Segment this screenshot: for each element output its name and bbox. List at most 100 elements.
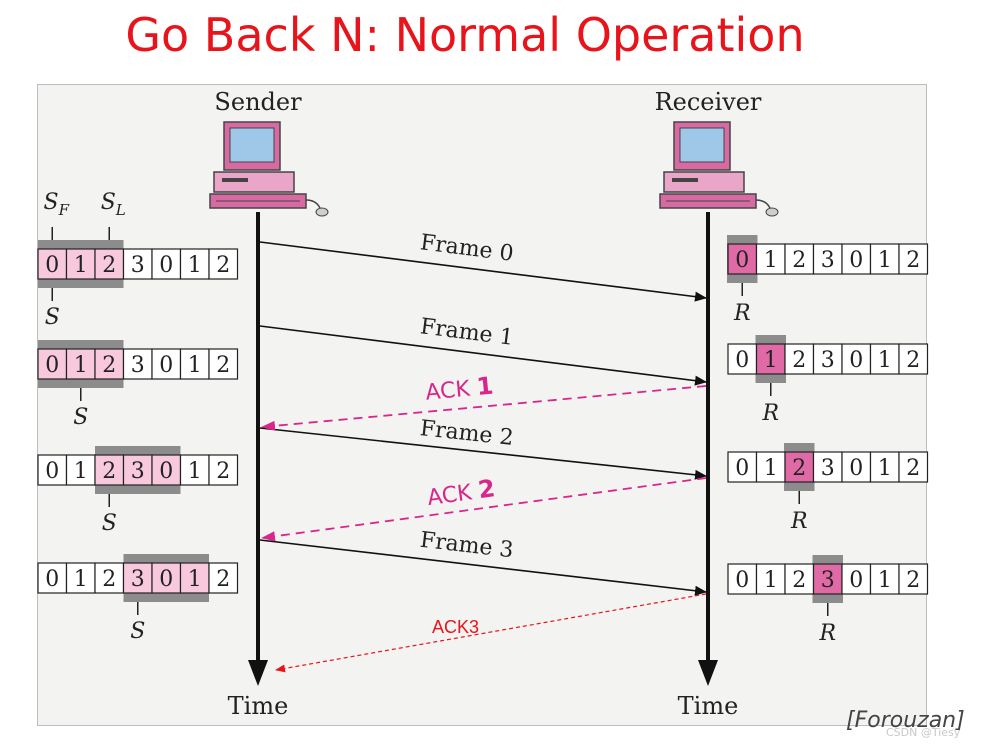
receiver-cell — [898, 243, 929, 275]
receiver-cell — [812, 451, 843, 483]
frame-2-label: Frame 2 — [419, 416, 515, 451]
receiver-cell — [784, 563, 815, 595]
sender-cell-number: 0 — [45, 567, 59, 592]
receiver-cell — [727, 563, 758, 595]
receiver-cell-number: 2 — [906, 568, 920, 593]
receiver-cell — [755, 243, 786, 275]
sender-cell-number: 1 — [188, 567, 202, 592]
receiver-cell — [755, 563, 786, 595]
receiver-cell — [841, 563, 872, 595]
sender-cell — [94, 562, 125, 594]
sender-cell-number: 0 — [159, 253, 173, 278]
sender-cell — [65, 348, 96, 380]
receiver-cell — [898, 343, 929, 375]
sender-cell — [208, 348, 239, 380]
receiver-computer-icon — [659, 121, 779, 217]
sender-cell — [151, 248, 182, 280]
receiver-cell-number: 1 — [764, 348, 778, 373]
svg-text:ACK 1: ACK 1 — [424, 371, 494, 405]
sender-cell-number: 2 — [102, 459, 116, 484]
receiver-r-pointer-label: R — [818, 621, 836, 646]
receiver-cell-number: 2 — [792, 568, 806, 593]
sender-cell — [37, 562, 68, 594]
sender-s-pointer-label: S — [73, 405, 88, 430]
sender-cell — [208, 454, 239, 486]
sender-cell — [151, 454, 182, 486]
receiver-cell-number: 3 — [821, 456, 835, 481]
sender-cell — [37, 248, 68, 280]
receiver-cell — [898, 563, 929, 595]
receiver-cell-number: 1 — [878, 348, 892, 373]
receiver-cell — [841, 243, 872, 275]
sender-cell-number: 0 — [45, 459, 59, 484]
sender-cell — [208, 248, 239, 280]
sender-cell-number: 1 — [74, 567, 88, 592]
receiver-cell-number: 1 — [878, 568, 892, 593]
receiver-r-pointer-label: R — [761, 401, 779, 426]
receiver-cell — [812, 343, 843, 375]
frame-1-label: Frame 1 — [419, 314, 515, 351]
frame-1-arrow — [259, 325, 707, 386]
sender-cell-number: 2 — [216, 459, 230, 484]
receiver-cell-number: 0 — [735, 456, 749, 481]
sender-cell-number: 3 — [131, 353, 145, 378]
sender-s-pointer-label: S — [130, 619, 145, 644]
receiver-cell-number: 1 — [878, 248, 892, 273]
receiver-cell-number: 0 — [849, 348, 863, 373]
receiver-cell — [869, 563, 900, 595]
diagram-panel — [37, 84, 927, 726]
frame-3-arrow — [259, 539, 707, 596]
receiver-cell-number: 0 — [735, 568, 749, 593]
sender-cell — [208, 562, 239, 594]
frame-0-arrow — [259, 241, 707, 302]
sender-timeline-arrowhead — [248, 660, 268, 686]
frame-2-arrow — [259, 427, 707, 480]
receiver-cell — [812, 243, 843, 275]
receiver-timeline-arrowhead — [698, 660, 718, 686]
receiver-cell-number: 2 — [906, 456, 920, 481]
receiver-cell-number: 1 — [764, 568, 778, 593]
sender-cell-number: 0 — [159, 459, 173, 484]
receiver-cell-number: 0 — [735, 248, 749, 273]
ack-2-text: ACK — [426, 479, 480, 511]
receiver-cell-number: 3 — [821, 248, 835, 273]
sender-cell — [37, 454, 68, 486]
sender-cell-number: 2 — [216, 253, 230, 278]
sender-cell-number: 2 — [102, 353, 116, 378]
ack-1-label: ACK 1 — [424, 371, 494, 405]
sender-label: Sender — [214, 88, 302, 116]
sender-cell-number: 0 — [45, 353, 59, 378]
sender-cell-number: 2 — [102, 253, 116, 278]
sender-cell-number: 3 — [131, 253, 145, 278]
receiver-label: Receiver — [655, 88, 762, 116]
sender-cell-number: 0 — [159, 567, 173, 592]
sender-cell — [179, 454, 210, 486]
receiver-cell-number: 1 — [764, 456, 778, 481]
receiver-cell-number: 0 — [849, 568, 863, 593]
sender-sf-pointer-label: SF — [44, 190, 70, 219]
watermark: CSDN @Tiesy — [886, 726, 961, 739]
receiver-cell-number: 2 — [792, 456, 806, 481]
frame-3-label: Frame 3 — [419, 528, 515, 564]
sender-s-pointer-label: S — [102, 511, 117, 536]
ack-3-label: ACK3 — [432, 617, 479, 637]
ack-1-text: ACK — [424, 376, 478, 406]
sender-cell-number: 0 — [45, 253, 59, 278]
sender-cell-number: 2 — [216, 353, 230, 378]
sender-cell-number: 1 — [74, 253, 88, 278]
sender-cell-number: 1 — [188, 253, 202, 278]
sender-s-pointer-label: S — [45, 305, 60, 330]
sender-cell-number: 1 — [188, 459, 202, 484]
sender-cell-number: 1 — [74, 459, 88, 484]
receiver-cell-number: 3 — [821, 348, 835, 373]
source-citation: [Forouzan] — [846, 708, 965, 733]
svg-text:ACK 2: ACK 2 — [425, 474, 496, 511]
sender-cell-number: 2 — [216, 567, 230, 592]
